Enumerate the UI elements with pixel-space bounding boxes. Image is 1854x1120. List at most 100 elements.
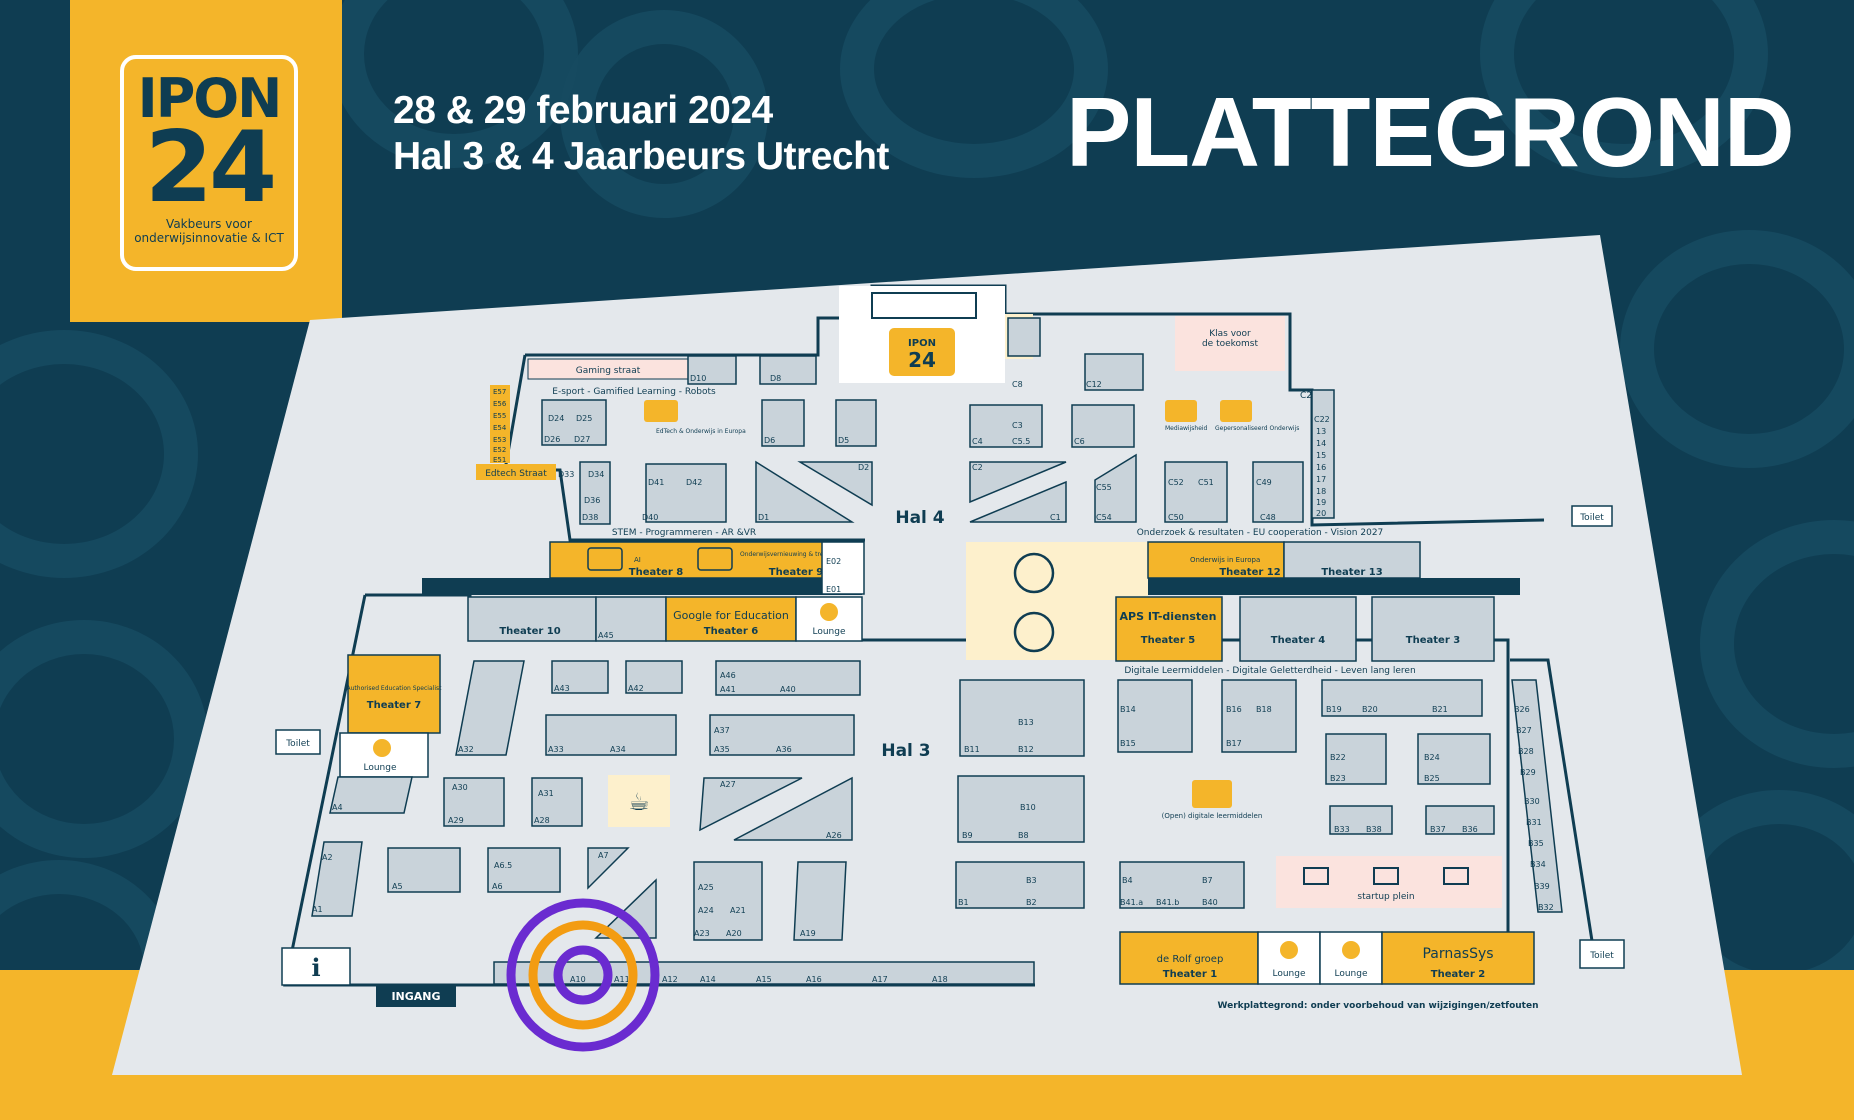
booth-E52[interactable]: E52 xyxy=(493,446,506,454)
booth-D10[interactable]: D10 xyxy=(690,374,706,383)
booth-D41[interactable]: D41 xyxy=(648,478,664,487)
booth-A5-shape[interactable] xyxy=(387,847,461,893)
booth-B40[interactable]: B40 xyxy=(1202,898,1218,907)
booth-A14[interactable]: A14 xyxy=(700,975,716,984)
booth-A11[interactable]: A11 xyxy=(614,975,630,984)
booth-B17[interactable]: B17 xyxy=(1226,739,1242,748)
booth-B33-group[interactable] xyxy=(1329,805,1393,835)
booth-E01[interactable]: E01 xyxy=(826,585,841,594)
booth-16[interactable]: 16 xyxy=(1316,463,1326,472)
booth-19[interactable]: 19 xyxy=(1316,498,1326,507)
booth-A46-group[interactable] xyxy=(715,660,861,696)
booth-C8-shape[interactable] xyxy=(1007,317,1041,357)
booth-B3-group[interactable] xyxy=(955,861,1085,909)
booth-18[interactable]: 18 xyxy=(1316,487,1326,496)
booth-C5-5[interactable]: C5.5 xyxy=(1012,437,1030,446)
booth-B3[interactable]: B3 xyxy=(1026,876,1037,885)
booth-B22[interactable]: B22 xyxy=(1330,753,1346,762)
booth-C49-group[interactable] xyxy=(1252,461,1304,523)
booth-B20[interactable]: B20 xyxy=(1362,705,1378,714)
booth-17[interactable]: 17 xyxy=(1316,475,1326,484)
booth-A20[interactable]: A20 xyxy=(726,929,742,938)
booth-A12[interactable]: A12 xyxy=(662,975,678,984)
booth-A21[interactable]: A21 xyxy=(730,906,746,915)
booth-A36[interactable]: A36 xyxy=(776,745,792,754)
booth-C6-shape[interactable] xyxy=(1071,404,1135,448)
booth-D34[interactable]: D34 xyxy=(588,470,604,479)
booth-B24[interactable]: B24 xyxy=(1424,753,1440,762)
booth-A42[interactable]: A42 xyxy=(628,684,644,693)
booth-E55[interactable]: E55 xyxy=(493,412,506,420)
booth-A46[interactable]: A46 xyxy=(720,671,736,680)
booth-B29[interactable]: B29 xyxy=(1520,768,1536,777)
booth-B27[interactable]: B27 xyxy=(1516,726,1532,735)
toilet-hall4[interactable] xyxy=(1571,505,1613,527)
booth-A43-shape[interactable] xyxy=(551,660,609,694)
booth-A26-shape[interactable] xyxy=(733,776,853,841)
booth-B21[interactable]: B21 xyxy=(1432,705,1448,714)
booth-D8[interactable]: D8 xyxy=(770,374,781,383)
booth-D5[interactable]: D5 xyxy=(838,436,849,445)
booth-B26[interactable]: B26 xyxy=(1514,705,1530,714)
booth-A28[interactable]: A28 xyxy=(534,816,550,825)
booth-B37[interactable]: B37 xyxy=(1430,825,1446,834)
booth-D6-shape[interactable] xyxy=(761,399,805,447)
booth-B24-group[interactable] xyxy=(1417,733,1491,785)
theater-12[interactable] xyxy=(1147,541,1285,579)
coffee-corner[interactable] xyxy=(608,775,670,827)
booth-D1[interactable]: D1 xyxy=(758,513,769,522)
booth-D5-shape[interactable] xyxy=(835,399,877,447)
edtech-straat[interactable] xyxy=(476,464,556,480)
booth-C55[interactable]: C55 xyxy=(1096,483,1112,492)
booth-D25[interactable]: D25 xyxy=(576,414,592,423)
booth-A37-group[interactable] xyxy=(709,714,855,756)
booth-A7-shape[interactable] xyxy=(587,847,630,890)
booth-C51[interactable]: C51 xyxy=(1198,478,1214,487)
booth-A8-shape[interactable] xyxy=(594,878,657,939)
booth-B37-group[interactable] xyxy=(1425,805,1495,835)
booth-D2[interactable]: D2 xyxy=(858,463,869,472)
booth-B19[interactable]: B19 xyxy=(1326,705,1342,714)
booth-C52-group[interactable] xyxy=(1164,461,1228,523)
booth-C12-shape[interactable] xyxy=(1084,353,1144,391)
booth-B14[interactable]: B14 xyxy=(1120,705,1136,714)
booth-C8[interactable]: C8 xyxy=(1012,380,1023,389)
booth-C55-shape[interactable] xyxy=(1094,453,1137,523)
booth-B10[interactable]: B10 xyxy=(1020,803,1036,812)
booth-A1[interactable]: A1 xyxy=(312,905,323,914)
booth-D40[interactable]: D40 xyxy=(642,513,658,522)
booth-B11[interactable]: B11 xyxy=(964,745,980,754)
booth-20[interactable]: 20 xyxy=(1316,509,1326,518)
booth-A41[interactable]: A41 xyxy=(720,685,736,694)
booth-E57[interactable]: E57 xyxy=(493,388,506,396)
booth-A40[interactable]: A40 xyxy=(780,685,796,694)
booth-C3[interactable]: C3 xyxy=(1012,421,1023,430)
booth-A35[interactable]: A35 xyxy=(714,745,730,754)
booth-C1[interactable]: C1 xyxy=(1050,513,1061,522)
booth-A4[interactable]: A4 xyxy=(332,803,343,812)
booth-C3-group[interactable] xyxy=(969,404,1043,448)
booth-A16[interactable]: A16 xyxy=(806,975,822,984)
booth-A17[interactable]: A17 xyxy=(872,975,888,984)
booth-B19-group[interactable] xyxy=(1321,679,1483,717)
booth-A19-shape[interactable] xyxy=(793,861,847,941)
booth-B39[interactable]: B39 xyxy=(1534,882,1550,891)
booth-A25[interactable]: A25 xyxy=(698,883,714,892)
booth-A42-shape[interactable] xyxy=(625,660,683,694)
booth-D42[interactable]: D42 xyxy=(686,478,702,487)
booth-D24[interactable]: D24 xyxy=(548,414,564,423)
booth-A25-group[interactable] xyxy=(693,861,763,941)
klas-toekomst[interactable] xyxy=(1175,316,1285,371)
booth-B36[interactable]: B36 xyxy=(1462,825,1478,834)
theater-2[interactable] xyxy=(1381,931,1535,985)
booth-D36[interactable]: D36 xyxy=(584,496,600,505)
booth-D10-shape[interactable] xyxy=(687,355,737,385)
booth-column-13-20[interactable] xyxy=(1311,389,1335,519)
booth-B10-group[interactable] xyxy=(957,775,1085,843)
booth-B38[interactable]: B38 xyxy=(1366,825,1382,834)
booth-A31-group[interactable] xyxy=(531,777,583,827)
booth-C49[interactable]: C49 xyxy=(1256,478,1272,487)
booth-B18[interactable]: B18 xyxy=(1256,705,1272,714)
booth-column-B26-B32[interactable] xyxy=(1511,679,1563,913)
booth-B2[interactable]: B2 xyxy=(1026,898,1037,907)
